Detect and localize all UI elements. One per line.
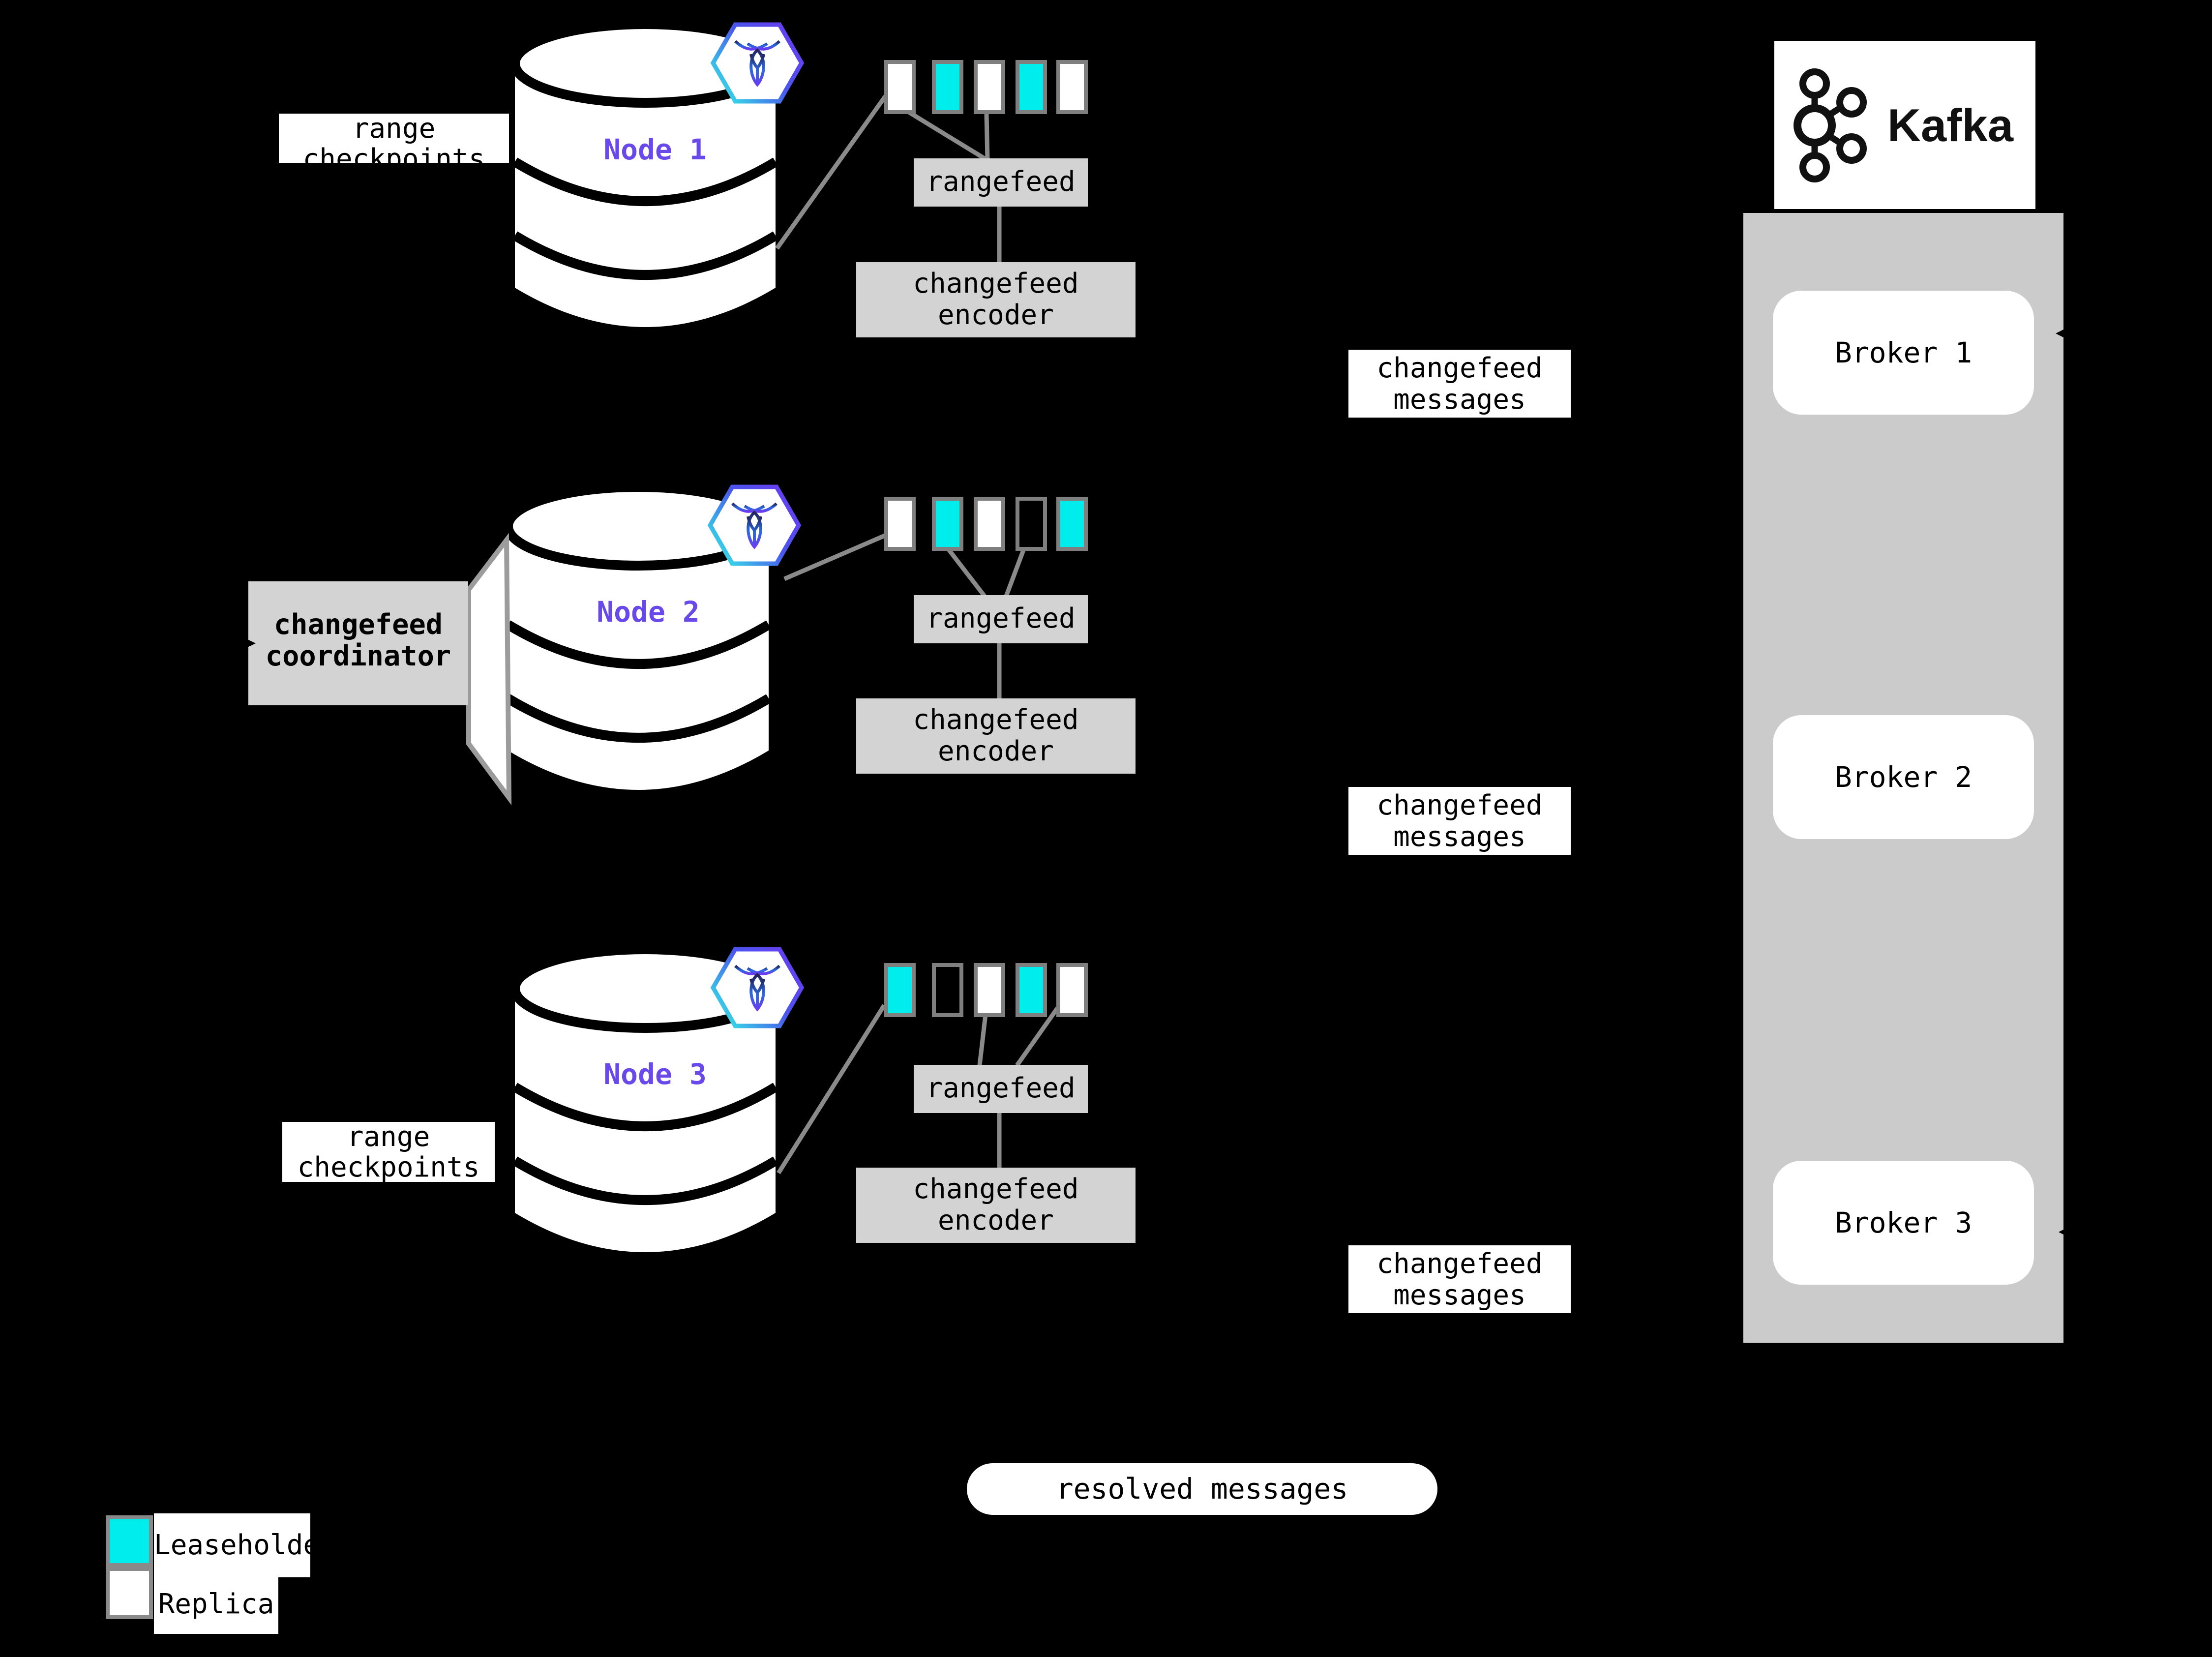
node3-range-checkpoints-label: range checkpoints bbox=[282, 1122, 495, 1182]
label-line: checkpoints bbox=[302, 143, 485, 163]
label-line: changefeed bbox=[1376, 352, 1543, 384]
node3-rangefeed-box: rangefeed bbox=[914, 1065, 1088, 1113]
node2-range4-to-rangefeed-line bbox=[1004, 548, 1026, 597]
node3-range3-to-rangefeed-line bbox=[977, 1014, 988, 1066]
connector-lines bbox=[775, 95, 1059, 1175]
node1-changefeed-encoder-box: changefeed encoder bbox=[856, 262, 1136, 337]
node2-rangefeed-box: rangefeed bbox=[914, 595, 1088, 643]
resolved-messages-pill: resolved messages bbox=[967, 1463, 1437, 1515]
label-line: checkpoints bbox=[297, 1151, 480, 1182]
label-line: range bbox=[352, 114, 436, 145]
node1-name: Node 1 bbox=[603, 133, 707, 166]
range bbox=[1056, 60, 1088, 114]
node3-name: Node 3 bbox=[603, 1057, 707, 1091]
arrowhead-into-broker1-icon bbox=[2056, 323, 2077, 344]
label-line: coordinator bbox=[265, 640, 451, 672]
label-line: changefeed bbox=[1376, 789, 1543, 821]
kafka-broker-1: Broker 1 bbox=[1773, 291, 2034, 415]
label-line: messages bbox=[1393, 1279, 1526, 1311]
label-line: encoder bbox=[937, 1205, 1054, 1236]
range bbox=[974, 497, 1005, 551]
node2-name: Node 2 bbox=[597, 595, 700, 629]
node1-rangefeed-box: rangefeed bbox=[914, 158, 1088, 207]
node3-changefeed-encoder-box: changefeed encoder bbox=[856, 1168, 1136, 1243]
range bbox=[932, 497, 963, 551]
range bbox=[1056, 497, 1088, 551]
range bbox=[1016, 60, 1047, 114]
range bbox=[1016, 497, 1047, 551]
legend-replica-label: Replica bbox=[154, 1577, 278, 1634]
range bbox=[884, 60, 916, 114]
legend-leaseholder-swatch bbox=[106, 1515, 153, 1567]
range bbox=[884, 963, 916, 1017]
legend-replica-swatch bbox=[106, 1567, 153, 1619]
label-line: messages bbox=[1393, 384, 1526, 416]
node1-range3-to-rangefeed-line bbox=[984, 114, 990, 160]
label-line: changefeed bbox=[913, 704, 1079, 736]
node2-changefeed-encoder-box: changefeed encoder bbox=[856, 698, 1136, 774]
node1-changefeed-messages-label: changefeed messages bbox=[1348, 350, 1571, 418]
label-line: changefeed bbox=[273, 608, 443, 641]
node2-changefeed-coordinator-banner: changefeed coordinator bbox=[248, 581, 468, 705]
range bbox=[1056, 963, 1088, 1017]
arrowhead-into-coordinator-icon bbox=[233, 633, 256, 654]
label-line: messages bbox=[1393, 821, 1526, 853]
range bbox=[932, 963, 963, 1017]
label-line: encoder bbox=[937, 299, 1054, 331]
legend-leaseholder-label: Leaseholder bbox=[154, 1513, 336, 1577]
kafka-logo-icon bbox=[1794, 68, 1867, 182]
label-line: changefeed bbox=[913, 1173, 1079, 1205]
node2-range2-to-rangefeed-line bbox=[946, 547, 986, 598]
node1-to-ranges-line bbox=[775, 95, 887, 250]
node3-changefeed-messages-label: changefeed messages bbox=[1348, 1245, 1571, 1313]
label-line: range bbox=[347, 1122, 430, 1153]
range bbox=[884, 497, 916, 551]
node3-range5-to-rangefeed-line bbox=[1015, 1007, 1059, 1067]
range bbox=[1016, 963, 1047, 1017]
coordinator-banner-fold bbox=[466, 533, 512, 806]
kafka-broker-2: Broker 2 bbox=[1773, 715, 2034, 839]
range bbox=[974, 60, 1005, 114]
range bbox=[974, 963, 1005, 1017]
kafka-broker-3: Broker 3 bbox=[1773, 1161, 2034, 1285]
kafka-wordmark: Kafka bbox=[1887, 99, 2014, 151]
node2-changefeed-messages-label: changefeed messages bbox=[1348, 787, 1571, 855]
label-line: encoder bbox=[937, 735, 1054, 767]
node1-range1-to-rangefeed-line bbox=[907, 110, 987, 161]
node2-to-ranges-line bbox=[783, 532, 889, 581]
arrowhead-into-broker3-icon bbox=[2059, 1222, 2078, 1242]
range bbox=[932, 60, 963, 114]
label-line: changefeed bbox=[913, 268, 1079, 300]
node3-to-ranges-line bbox=[777, 1004, 886, 1175]
node1-range-checkpoints-label: range checkpoints bbox=[279, 114, 509, 163]
label-line: changefeed bbox=[1376, 1248, 1543, 1280]
